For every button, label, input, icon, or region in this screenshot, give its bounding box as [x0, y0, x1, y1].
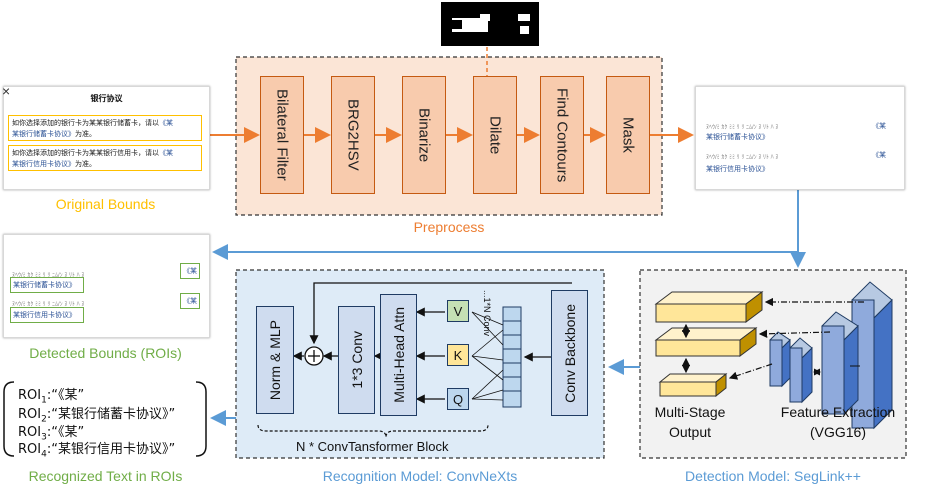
query-matrix: Q [447, 388, 469, 410]
stage-output-1 [654, 291, 764, 323]
roi-line-2: ROI2:“某银行储蓄卡协议》” [18, 407, 176, 425]
vgg-block-mid [821, 311, 859, 416]
doc-link[interactable]: 某银行储蓄卡协议》 [12, 130, 75, 138]
step-brg2hsv: BRG2HSV [331, 76, 375, 194]
caption-recognized-text: Recognized Text in ROIs [28, 468, 183, 484]
roi-line-1: ROI1:“《某” [18, 388, 85, 406]
roi-line-3: ROI3:“《某” [18, 425, 85, 443]
step-find-contours: Find Contours [540, 76, 584, 194]
doc-text: 如你选择添加的银行卡为某某银行储蓄卡，请以 [12, 119, 159, 127]
doc-text: 为准。 [75, 130, 96, 138]
document-title: 银行协议 [90, 94, 123, 103]
doc-link[interactable]: 某银行信用卡协议》 [12, 160, 75, 168]
yellow-bound-1 [8, 115, 202, 141]
green-roi-box-4 [10, 307, 84, 323]
norm-mlp-block: Norm & MLP [256, 306, 294, 414]
roi-text-4: 某银行信用卡协议》 [706, 165, 769, 173]
doc-link[interactable]: 《某 [159, 119, 173, 127]
key-matrix: K [447, 344, 469, 366]
roi-text-2: 某银行储蓄卡协议》 [706, 133, 769, 141]
multi-stage-label: Multi-Stage [654, 404, 726, 420]
mha-block: Multi-Head Attn [380, 294, 417, 416]
output-label: Output [668, 424, 712, 440]
step-mask: Mask [606, 76, 650, 194]
step-binarize: Binarize [402, 76, 446, 194]
caption-detection-model: Detection Model: SegLink++ [685, 468, 861, 484]
vgg-block-small [789, 337, 813, 404]
conv13-block: 1*3 Conv [338, 306, 375, 414]
green-roi-box-1 [180, 263, 200, 279]
recognition-panel [235, 269, 605, 459]
stage-output-2 [654, 327, 758, 357]
detected-document: ﾇﾍｳ/ﾐ ｶｸ ﾐﾐ ﾘ ﾘ ﾆﾑ/ﾝ ﾇ ﾘﾄ ﾊ ﾇ 《某 某银行储蓄卡协… [3, 234, 210, 338]
step-bilateral-filter: Bilateral Filter [260, 76, 304, 194]
caption-recognition-model: Recognition Model: ConvNeXts [322, 468, 518, 484]
close-icon[interactable]: × [2, 83, 11, 99]
nconv-label: ...1*N Conv [482, 290, 492, 337]
doc-text: 如你选择添加的银行卡为某某银行信用卡，请以 [12, 149, 159, 157]
step-dilate: Dilate [473, 76, 517, 194]
original-document: × 银行协议 如你选择添加的银行卡为某某银行储蓄卡，请以《某 某银行储蓄卡协议》… [2, 83, 210, 190]
roi-text-bracket [3, 381, 15, 457]
block-label: N * ConvTansformer Block [296, 439, 449, 454]
roi-text-1: 《某 [872, 122, 886, 130]
caption-detected-bounds: Detected Bounds (ROIs) [29, 345, 182, 361]
doc-link[interactable]: 《某 [159, 149, 173, 157]
masked-document: ﾇﾍｳ/ﾐ ｶｸ ﾐﾐ ﾘ ﾘ ﾆﾑ/ﾝ ﾇ ﾘﾄ ﾊ ﾇ 《某 某银行储蓄卡协… [695, 86, 905, 190]
green-roi-box-2 [10, 277, 84, 293]
value-matrix: V [447, 300, 469, 322]
token-column [502, 306, 522, 408]
roi-line-4: ROI4:“某银行信用卡协议》” [18, 442, 176, 460]
doc-text: 为准。 [75, 160, 96, 168]
green-roi-box-3 [180, 293, 200, 309]
caption-preprocess: Preprocess [413, 219, 485, 235]
yellow-bound-2 [8, 145, 202, 171]
roi-text-3: 《某 [872, 151, 886, 159]
conv-backbone-block: Conv Backbone [551, 290, 588, 416]
caption-original-bounds: Original Bounds [55, 196, 156, 212]
vgg-label: (VGG16) [809, 424, 866, 440]
feature-extraction-label: Feature Extraction [780, 404, 896, 420]
vgg-block-tiny [769, 331, 791, 388]
stage-output-3 [658, 372, 728, 398]
